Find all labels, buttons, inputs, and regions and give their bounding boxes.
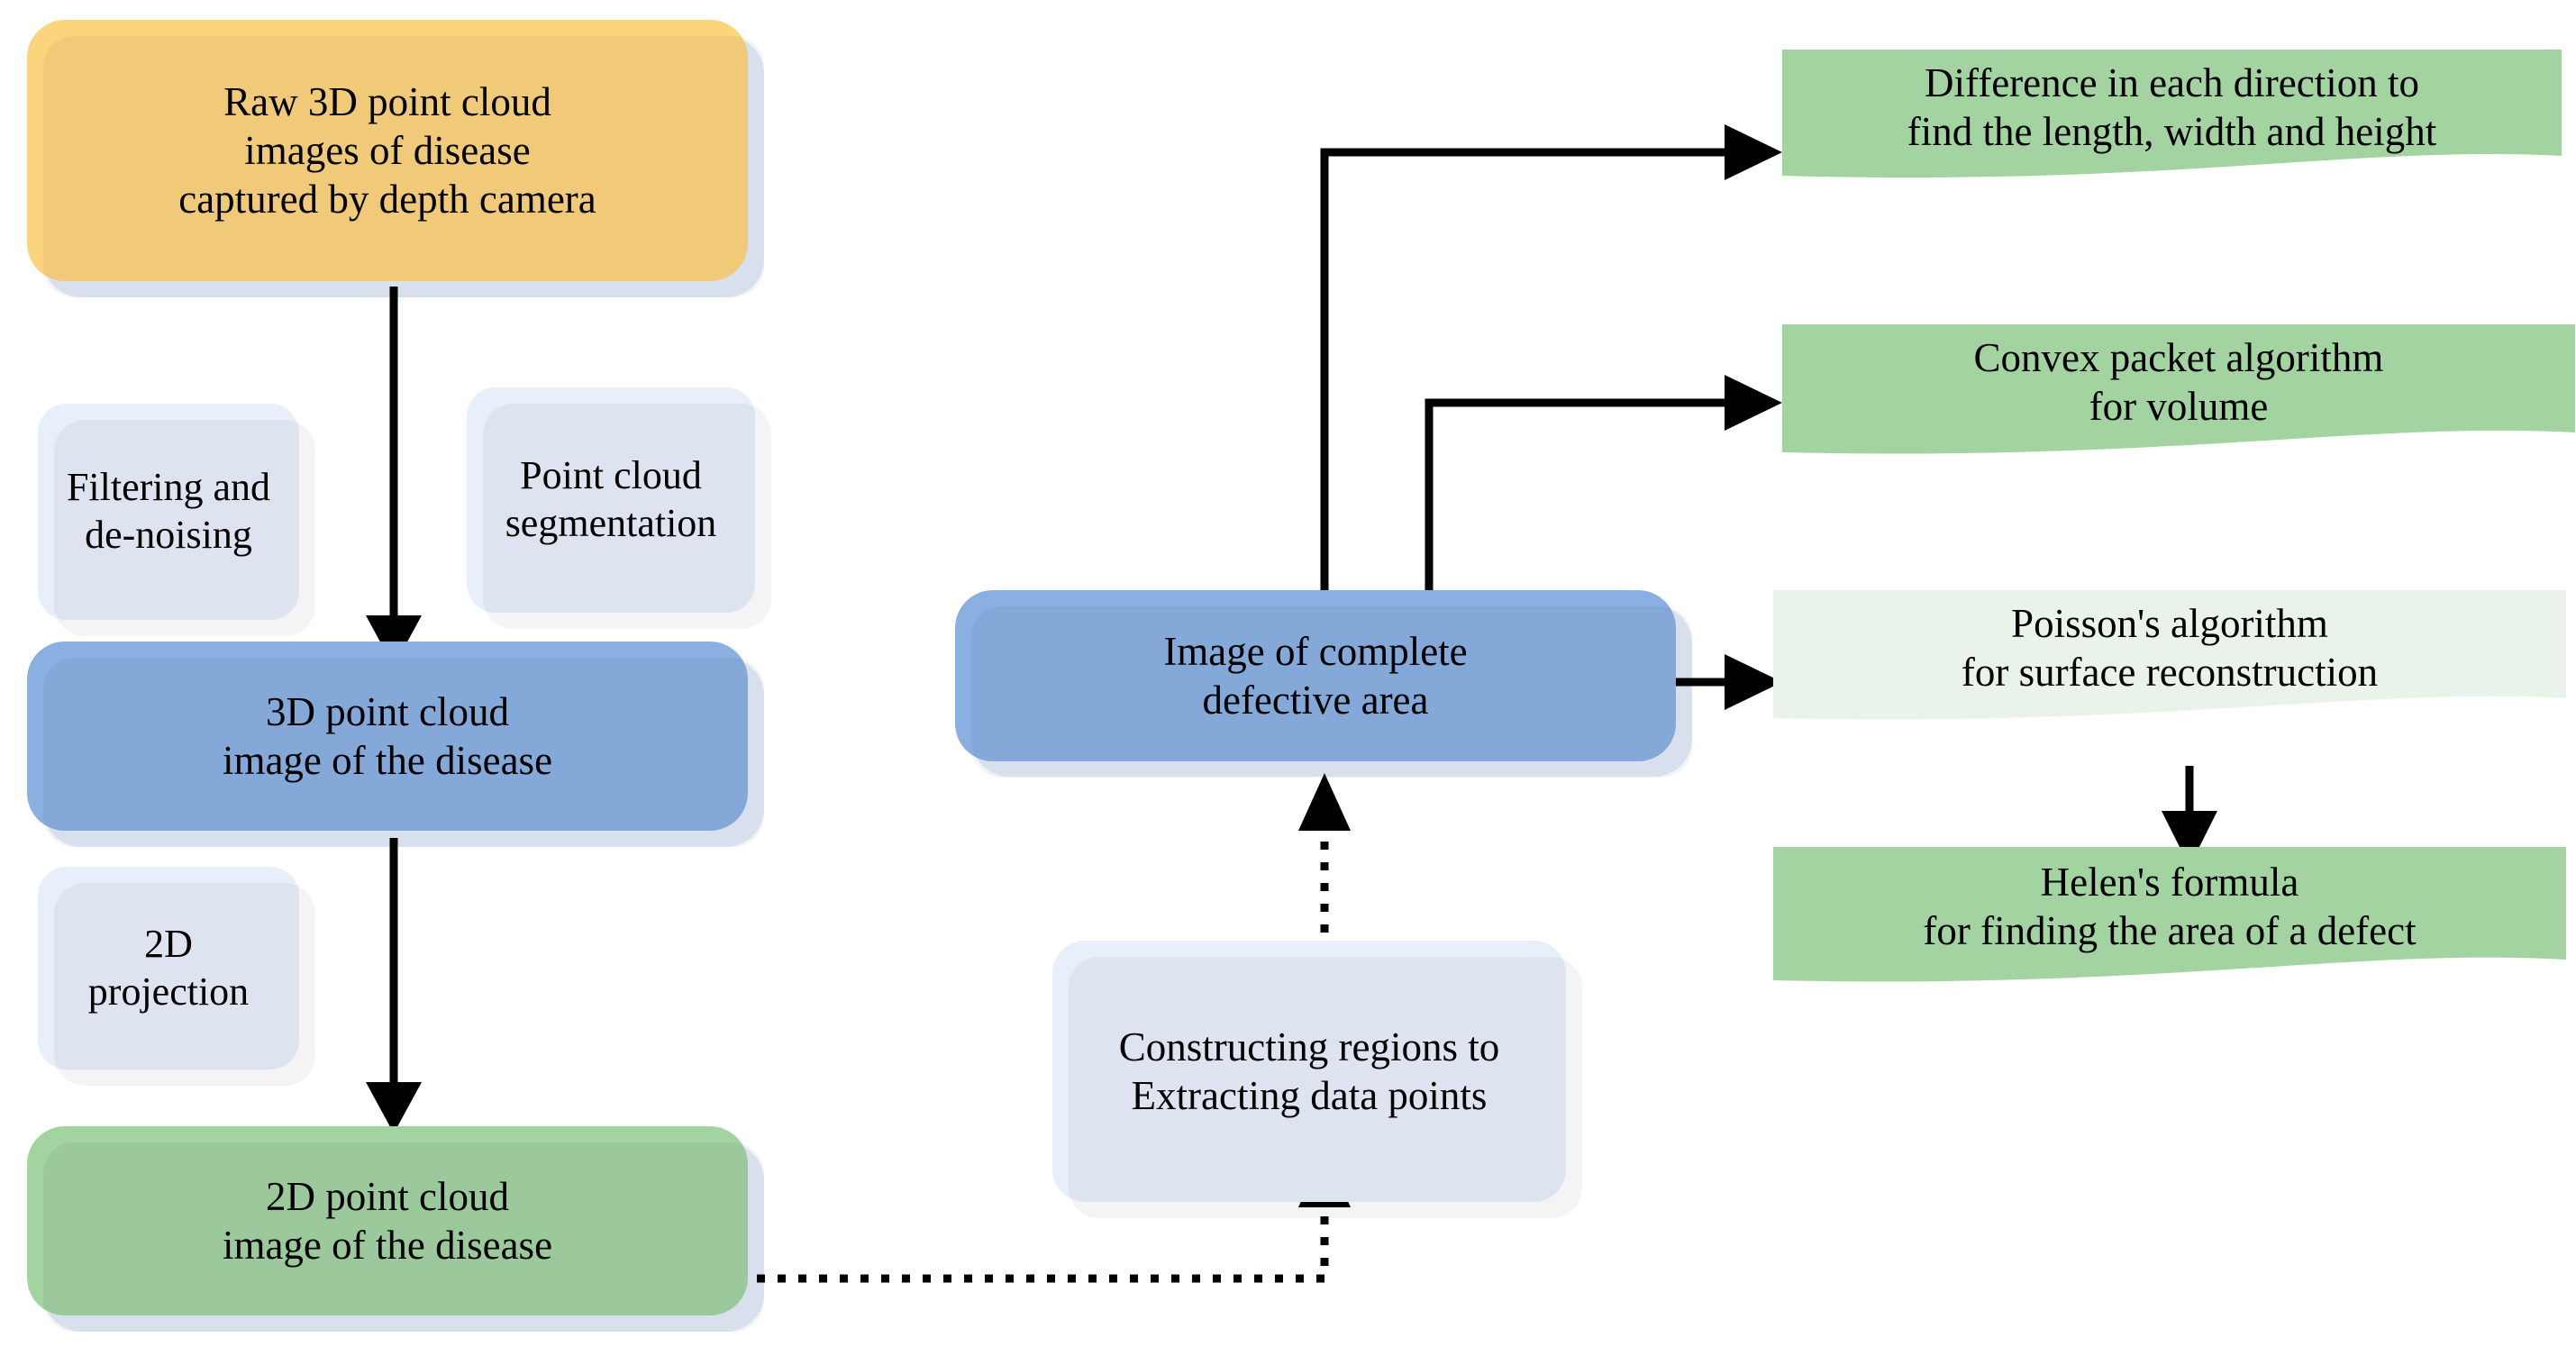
- edge-constructing-to-defective: [1298, 773, 1351, 995]
- edge-defective-to-difference: [1320, 124, 1782, 595]
- node-poisson-algorithm-label: Poisson's algorithm for surface reconstr…: [1961, 601, 2379, 695]
- node-complete-defective-area[interactable]: Image of complete defective area: [955, 590, 1692, 778]
- node-projection-2d-label: 2D projection: [87, 921, 250, 1014]
- node-raw-point-cloud[interactable]: Raw 3D point cloud images of disease cap…: [27, 20, 764, 297]
- node-constructing-regions-label: Constructing regions to Extracting data …: [1118, 1024, 1500, 1118]
- node-filtering-denoising-label: Filtering and de-noising: [66, 465, 271, 557]
- edge-poisson-to-helen: [2162, 766, 2217, 867]
- node-point-cloud-segmentation[interactable]: Point cloud segmentation: [467, 387, 771, 629]
- node-point-cloud-2d-label: 2D point cloud image of the disease: [222, 1174, 553, 1268]
- edge-defective-to-convex: [1425, 375, 1782, 595]
- node-convex-packet-label: Convex packet algorithm for volume: [1973, 335, 2384, 429]
- node-helen-formula-label: Helen's formula for finding the area of …: [1923, 860, 2417, 953]
- edge-3d-to-2d: [366, 838, 422, 1133]
- node-point-cloud-2d[interactable]: 2D point cloud image of the disease: [27, 1126, 764, 1332]
- node-complete-defective-area-label: Image of complete defective area: [1163, 629, 1468, 723]
- difference-banner-shape: [1782, 50, 2562, 178]
- node-helen-formula[interactable]: Helen's formula for finding the area of …: [1773, 847, 2566, 1002]
- edge-raw-to-3d: [366, 287, 422, 667]
- node-raw-point-cloud-label: Raw 3D point cloud images of disease cap…: [178, 79, 596, 222]
- node-point-cloud-segmentation-label: Point cloud segmentation: [505, 453, 717, 545]
- helen-formula-banner-shape: [1773, 847, 2566, 982]
- node-difference-each-direction-label: Difference in each direction to find the…: [1907, 60, 2437, 154]
- node-convex-packet[interactable]: Convex packet algorithm for volume: [1782, 324, 2575, 469]
- node-filtering-denoising[interactable]: Filtering and de-noising: [38, 404, 315, 636]
- node-difference-each-direction[interactable]: Difference in each direction to find the…: [1782, 50, 2562, 194]
- poisson-banner-shape: [1773, 590, 2566, 720]
- node-point-cloud-3d[interactable]: 3D point cloud image of the disease: [27, 642, 764, 847]
- node-poisson-algorithm[interactable]: Poisson's algorithm for surface reconstr…: [1773, 590, 2566, 739]
- edge-defective-to-poisson: [1671, 654, 1782, 710]
- node-projection-2d[interactable]: 2D projection: [38, 867, 315, 1086]
- node-point-cloud-3d-label: 3D point cloud image of the disease: [222, 689, 553, 783]
- node-constructing-regions[interactable]: Constructing regions to Extracting data …: [1052, 941, 1582, 1218]
- convex-packet-banner-shape: [1782, 324, 2575, 454]
